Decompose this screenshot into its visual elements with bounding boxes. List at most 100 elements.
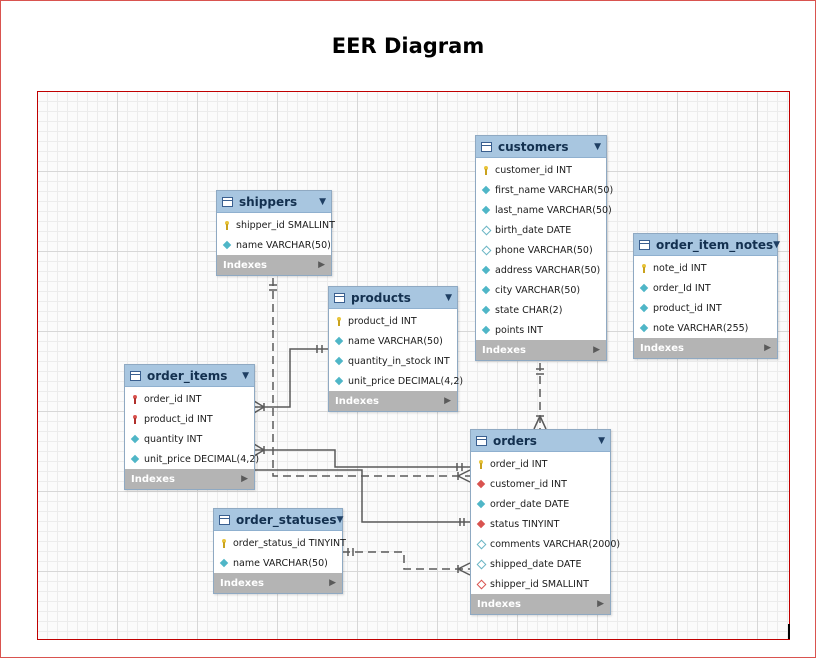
column-diamond-icon <box>482 186 491 195</box>
table-icon <box>130 370 141 381</box>
column-row[interactable]: unit_price DECIMAL(4,2) <box>125 449 259 469</box>
column-row[interactable]: unit_price DECIMAL(4,2) <box>329 371 463 391</box>
column-row[interactable]: customer_id INT <box>471 474 610 494</box>
indexes-bar[interactable]: Indexes▶ <box>476 340 606 360</box>
expand-arrow-icon[interactable]: ▶ <box>764 343 771 353</box>
column-row[interactable]: order_status_id TINYINT <box>214 533 346 553</box>
table-name: customers <box>498 139 569 154</box>
column-row[interactable]: phone VARCHAR(50) <box>476 240 606 260</box>
primary-key-icon <box>482 165 491 175</box>
table-header[interactable]: order_item_notes ▼ <box>634 234 781 256</box>
table-customers[interactable]: customers ▼ customer_id INT first_name V… <box>475 135 613 361</box>
column-label: order_Id INT <box>653 282 711 294</box>
chevron-down-icon[interactable]: ▼ <box>773 239 781 250</box>
column-label: product_id INT <box>348 315 417 327</box>
column-row[interactable]: order_id INT <box>125 389 254 409</box>
column-row[interactable]: name VARCHAR(50) <box>329 331 457 351</box>
expand-arrow-icon[interactable]: ▶ <box>318 260 325 270</box>
column-row[interactable]: product_id INT <box>634 298 777 318</box>
column-row[interactable]: quantity_in_stock INT <box>329 351 457 371</box>
indexes-bar[interactable]: Indexes ▶ <box>217 255 331 275</box>
column-row[interactable]: shipped_date DATE <box>471 554 610 574</box>
table-header[interactable]: orders ▼ <box>471 430 610 452</box>
table-orders[interactable]: orders ▼ order_id INT customer_id INT or… <box>470 429 620 615</box>
expand-arrow-icon[interactable]: ▶ <box>593 345 600 355</box>
column-diamond-icon <box>482 286 491 295</box>
column-label: shipper_id SMALLINT <box>236 219 335 231</box>
indexes-bar[interactable]: Indexes▶ <box>329 391 457 411</box>
table-name: order_item_notes <box>656 237 774 252</box>
column-row[interactable]: shipper_id SMALLINT <box>217 215 335 235</box>
column-row[interactable]: first_name VARCHAR(50) <box>476 180 613 200</box>
table-name: orders <box>493 433 537 448</box>
column-diamond-outline-icon <box>477 540 486 549</box>
column-row[interactable]: points INT <box>476 320 606 340</box>
table-header[interactable]: customers ▼ <box>476 136 606 158</box>
column-row[interactable]: order_Id INT <box>634 278 777 298</box>
chevron-down-icon[interactable]: ▼ <box>319 196 326 207</box>
indexes-bar[interactable]: Indexes▶ <box>214 573 342 593</box>
foreign-key-icon <box>477 520 486 529</box>
rel-order-statuses-orders[interactable] <box>254 469 470 526</box>
column-diamond-icon <box>482 266 491 275</box>
table-order-items[interactable]: order_items ▼ order_id INT product_id IN… <box>124 364 259 490</box>
column-label: order_status_id TINYINT <box>233 537 346 549</box>
table-shippers[interactable]: shippers ▼ shipper_id SMALLINT name VARC… <box>216 190 335 276</box>
rel-shippers-orders[interactable] <box>269 278 471 483</box>
page-title: EER Diagram <box>331 34 485 58</box>
table-header[interactable]: order_statuses ▼ <box>214 509 344 531</box>
column-row[interactable]: shipper_id SMALLINT <box>471 574 610 594</box>
column-row[interactable]: address VARCHAR(50) <box>476 260 606 280</box>
expand-arrow-icon[interactable]: ▶ <box>444 396 451 406</box>
foreign-key-icon <box>477 480 486 489</box>
column-row[interactable]: note VARCHAR(255) <box>634 318 777 338</box>
expand-arrow-icon[interactable]: ▶ <box>329 578 336 588</box>
column-label: customer_id INT <box>490 478 567 490</box>
rel-orders-order-items[interactable] <box>253 443 470 471</box>
column-label: state CHAR(2) <box>495 304 563 316</box>
column-row[interactable]: product_id INT <box>329 311 457 331</box>
chevron-down-icon[interactable]: ▼ <box>445 292 452 303</box>
table-order-item-notes[interactable]: order_item_notes ▼ note_id INT order_Id … <box>633 233 781 359</box>
column-row[interactable]: name VARCHAR(50) <box>217 235 331 255</box>
column-row[interactable]: status TINYINT <box>471 514 610 534</box>
table-order-statuses[interactable]: order_statuses ▼ order_status_id TINYINT… <box>213 508 346 594</box>
column-row[interactable]: city VARCHAR(50) <box>476 280 606 300</box>
indexes-bar[interactable]: Indexes▶ <box>471 594 610 614</box>
column-row[interactable]: customer_id INT <box>476 160 606 180</box>
column-row[interactable]: birth_date DATE <box>476 220 606 240</box>
chevron-down-icon[interactable]: ▼ <box>242 370 249 381</box>
table-header[interactable]: products ▼ <box>329 287 457 309</box>
chevron-down-icon[interactable]: ▼ <box>594 141 601 152</box>
table-icon <box>639 239 650 250</box>
rel-products-order-items[interactable] <box>253 345 328 414</box>
rel-customers-orders[interactable] <box>533 363 547 430</box>
column-row[interactable]: comments VARCHAR(2000) <box>471 534 620 554</box>
column-diamond-icon <box>640 304 649 313</box>
expand-arrow-icon[interactable]: ▶ <box>597 599 604 609</box>
indexes-bar[interactable]: Indexes ▶ <box>125 469 254 489</box>
table-products[interactable]: products ▼ product_id INT name VARCHAR(5… <box>328 286 463 412</box>
indexes-bar[interactable]: Indexes▶ <box>634 338 777 358</box>
column-row[interactable]: order_id INT <box>471 454 610 474</box>
column-label: name VARCHAR(50) <box>348 335 443 347</box>
column-row[interactable]: last_name VARCHAR(50) <box>476 200 612 220</box>
indexes-label: Indexes <box>223 259 267 271</box>
chevron-down-icon[interactable]: ▼ <box>336 514 344 525</box>
table-header[interactable]: shippers ▼ <box>217 191 331 213</box>
column-row[interactable]: note_id INT <box>634 258 777 278</box>
table-icon <box>481 141 492 152</box>
rel-order-statuses-orders-dashed[interactable] <box>342 548 471 576</box>
indexes-label: Indexes <box>131 473 175 485</box>
column-row[interactable]: quantity INT <box>125 429 254 449</box>
expand-arrow-icon[interactable]: ▶ <box>241 474 248 484</box>
column-row[interactable]: state CHAR(2) <box>476 300 606 320</box>
table-header[interactable]: order_items ▼ <box>125 365 254 387</box>
column-label: order_date DATE <box>490 498 570 510</box>
chevron-down-icon[interactable]: ▼ <box>598 435 605 446</box>
column-row[interactable]: product_id INT <box>125 409 254 429</box>
column-row[interactable]: order_date DATE <box>471 494 610 514</box>
table-name: order_items <box>147 368 228 383</box>
column-row[interactable]: name VARCHAR(50) <box>214 553 342 573</box>
column-diamond-icon <box>131 435 140 444</box>
